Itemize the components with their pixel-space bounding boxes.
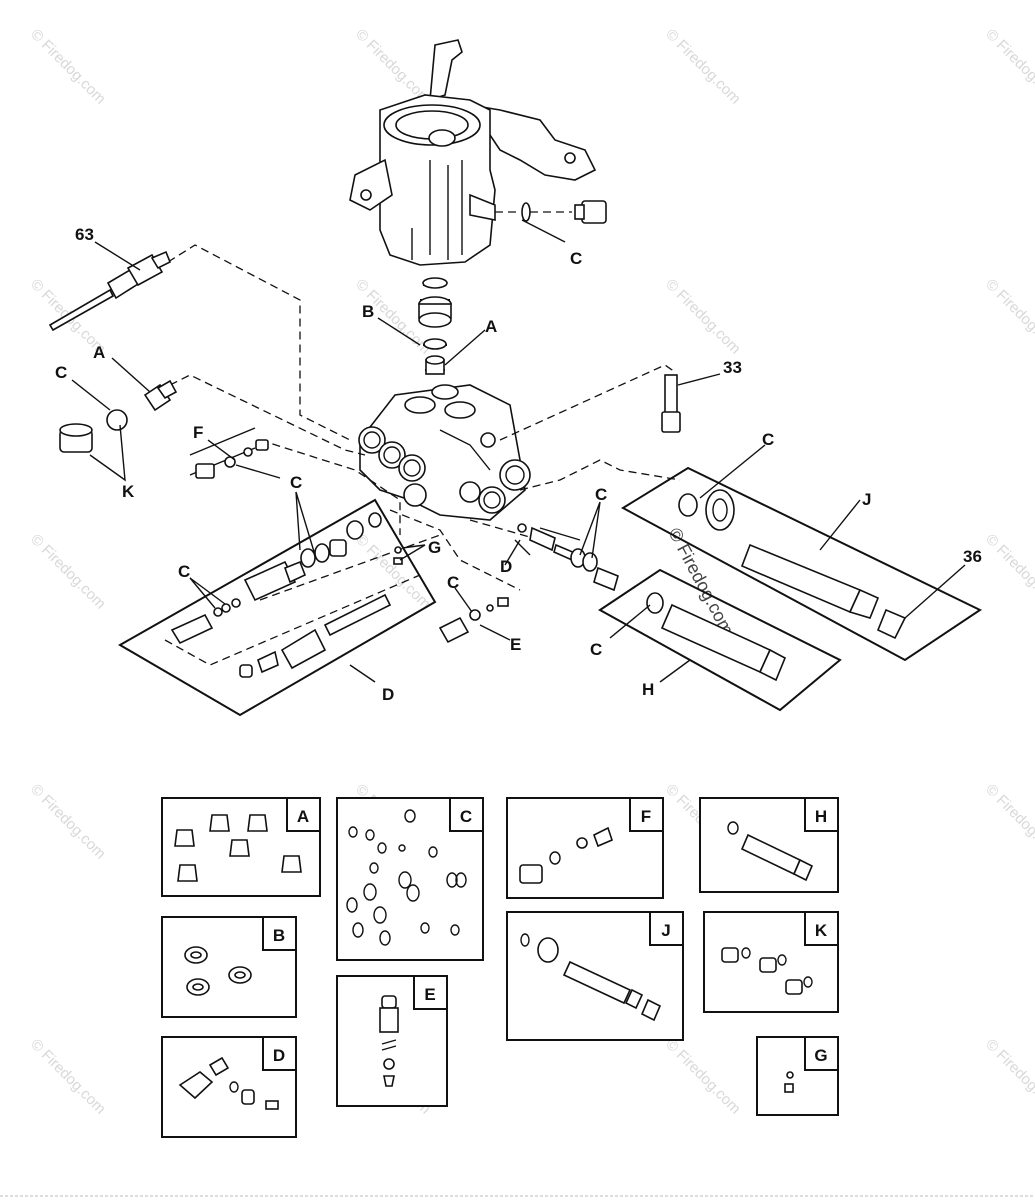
kit-f-label: F [641, 807, 651, 826]
callout-d: D [500, 557, 512, 576]
callout-h: H [642, 680, 654, 699]
callout-c: C [178, 562, 190, 581]
kit-h-label: H [815, 807, 827, 826]
callout-labels: 33 63 C B A A C 33 C F K C C J G D 36 C … [55, 225, 982, 704]
kit-d: D [161, 1036, 297, 1138]
h-assembly [598, 568, 842, 712]
seal-stack [418, 277, 452, 375]
callout-g: G [428, 538, 441, 557]
kit-e: E [336, 975, 448, 1107]
kit-a: A [161, 797, 321, 897]
kit-b: B [161, 916, 297, 1018]
kit-d-label: D [273, 1046, 285, 1065]
callout-c: C [762, 430, 774, 449]
callout-e: E [510, 635, 521, 654]
kit-h: H [699, 797, 839, 893]
kit-e-label: E [424, 985, 435, 1004]
watermark: © Firedog.com [662, 1036, 744, 1118]
watermark: © Firedog.com [982, 26, 1035, 108]
callout-c: C [595, 485, 607, 504]
pump-manifold [358, 384, 531, 521]
part-63-rod [48, 250, 172, 332]
callout-c: C [590, 640, 602, 659]
kit-g: G [756, 1036, 839, 1116]
kit-j-label: J [661, 921, 670, 940]
watermark: © Firedog.com [27, 531, 109, 613]
kit-c: C [336, 797, 484, 961]
callout-36: 36 [963, 547, 982, 566]
kit-k-label: K [815, 921, 828, 940]
part-33-bolt [661, 374, 681, 433]
kit-b-label: B [273, 926, 285, 945]
j-assembly [620, 466, 983, 662]
d-assembly [117, 498, 437, 717]
e-assembly [438, 597, 509, 644]
callout-b: B [362, 302, 374, 321]
callout-j: J [862, 490, 871, 509]
watermark: © Firedog.com [982, 276, 1035, 358]
assembly-lines [164, 244, 681, 666]
watermark: © Firedog.com [982, 531, 1035, 613]
watermark: © Firedog.com [27, 781, 109, 863]
kit-c-label: C [460, 807, 472, 826]
callout-a: A [485, 317, 497, 336]
callout-33: 33 [723, 358, 742, 377]
d-assembly-middle [514, 523, 619, 592]
kit-g-label: G [814, 1046, 827, 1065]
watermark: © Firedog.com [982, 781, 1035, 863]
callout-k: K [122, 482, 135, 501]
left-fittings [59, 379, 178, 453]
callout-f: F [193, 423, 203, 442]
callout-a: A [93, 343, 105, 362]
callout-c: C [290, 473, 302, 492]
callout-d: D [382, 685, 394, 704]
watermark: © Firedog.com [662, 26, 744, 108]
watermark: © Firedog.com [352, 531, 434, 613]
callout-c: C [447, 573, 459, 592]
kit-a-label: A [297, 807, 309, 826]
kit-j: J [506, 911, 684, 1041]
callout-c: C [55, 363, 67, 382]
watermark: © Firedog.com [662, 276, 744, 358]
callout-c: C [570, 249, 582, 268]
watermark: © Firedog.com [982, 1036, 1035, 1118]
leader-lines [71, 219, 966, 683]
watermark: © Firedog.com [27, 1036, 109, 1118]
housing-plug [495, 200, 607, 224]
pump-housing [349, 39, 597, 371]
kit-k: K [703, 911, 839, 1013]
kit-f: F [506, 797, 664, 899]
watermark: © Firedog.com [27, 26, 109, 108]
callout-63: 63 [75, 225, 94, 244]
g-parts [393, 546, 403, 565]
